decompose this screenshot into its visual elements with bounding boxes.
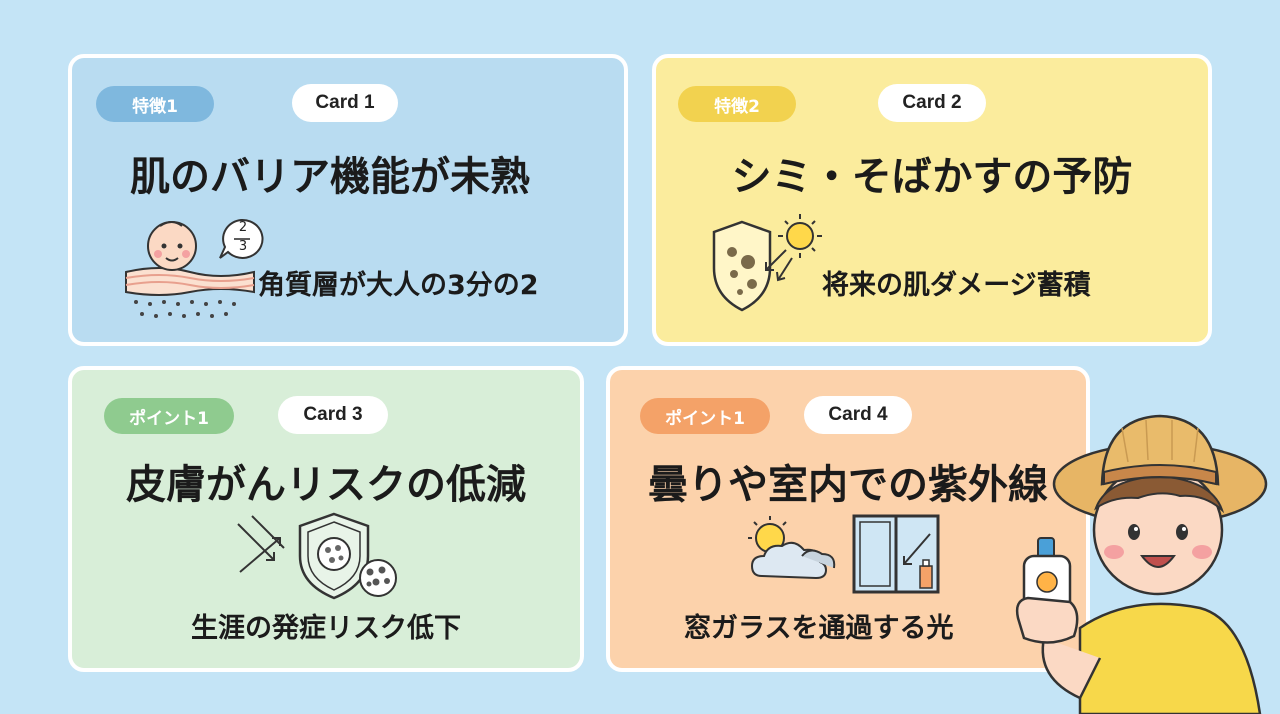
card-4-label: Card 4 (804, 396, 912, 434)
baby-skin-layers-icon (125, 221, 255, 318)
card-3-label: Card 3 (278, 396, 388, 434)
card-2-subtitle: 将来の肌ダメージ蓄積 (822, 270, 1091, 301)
card-3-title: 皮膚がんリスクの低減 (126, 462, 526, 508)
boy-with-sunscreen-icon (1015, 414, 1268, 714)
card-1-label: Card 1 (292, 84, 398, 122)
card-4-tag: ポイント1 (640, 398, 770, 434)
card-2-label: Card 2 (878, 84, 986, 122)
fraction-numerator: 2 (238, 220, 248, 235)
card-4-subtitle: 窓ガラスを通過する光 (684, 613, 954, 644)
speech-bubble-icon (219, 218, 264, 259)
card-4-title: 曇りや室内での紫外線 (648, 462, 1048, 508)
card-2-tag: 特徴2 (678, 86, 796, 122)
card-1-tag: 特徴1 (96, 86, 214, 122)
card-2: 特徴2 Card 2 シミ・そばかすの予防 将来の肌ダメージ蓄積 (652, 54, 1212, 346)
shield-cells-icon (237, 512, 397, 600)
card-3-subtitle: 生涯の発症リスク低下 (191, 613, 461, 644)
cloud-sun-window-icon (748, 514, 940, 594)
card-1-subtitle: 角質層が大人の3分の2 (258, 270, 539, 301)
fraction-denominator: 3 (238, 239, 248, 254)
shield-sun-icon (712, 214, 822, 312)
card-1-title: 肌のバリア機能が未熟 (130, 154, 530, 200)
card-3-tag: ポイント1 (104, 398, 234, 434)
card-2-title: シミ・そばかすの予防 (731, 154, 1133, 200)
card-4: ポイント1 Card 4 曇りや室内での紫外線 窓ガラスを通過する光 (606, 366, 1090, 672)
card-1: 特徴1 Card 1 肌のバリア機能が未熟 2 3 角質層が大人の3分の2 (68, 54, 628, 346)
card-3: ポイント1 Card 3 皮膚がんリスクの低減 生涯の発症リスク低下 (68, 366, 584, 672)
